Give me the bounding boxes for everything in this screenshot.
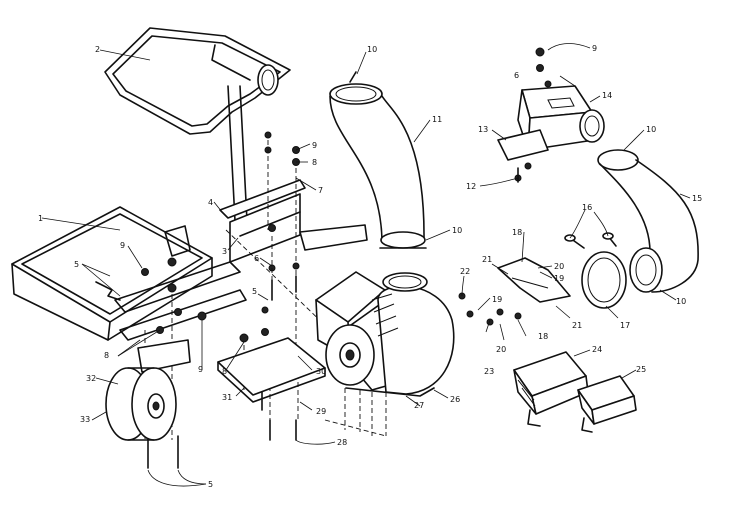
- handle-assembly: [104, 27, 291, 241]
- callout-10a: 10: [367, 45, 377, 54]
- callout-16: 16: [582, 203, 592, 212]
- callout-6a: 6: [514, 71, 519, 80]
- callout-10b: 10: [452, 226, 462, 235]
- callout-18b: 18: [538, 332, 548, 341]
- callout-25: 25: [636, 365, 646, 374]
- callout-10c: 10: [646, 125, 656, 134]
- callout-5a: 5: [74, 260, 79, 269]
- callout-14: 14: [602, 91, 612, 100]
- callout-13: 13: [478, 125, 488, 134]
- callout-31: 31: [222, 393, 232, 402]
- callout-32: 32: [86, 374, 96, 383]
- callout-9a: 9: [312, 141, 317, 150]
- base-plate: [217, 337, 326, 403]
- callout-15: 15: [692, 194, 702, 203]
- grass-bags: [513, 351, 637, 433]
- callout-23: 23: [484, 367, 494, 376]
- callout-4: 4: [208, 198, 213, 207]
- callout-11: 11: [432, 115, 442, 124]
- callout-17: 17: [620, 321, 630, 330]
- callout-7: 7: [318, 186, 323, 195]
- callout-27: 27: [414, 401, 424, 410]
- callout-12: 12: [466, 182, 476, 191]
- discharge-tube: [597, 149, 699, 293]
- callout-19a: 19: [554, 274, 564, 283]
- callout-labels: 1 2 3 4 5 5 5 6 6 7 8 8 8 9 9 9 9 10 10 …: [38, 44, 702, 489]
- callout-18a: 18: [512, 228, 522, 237]
- callout-22: 22: [460, 267, 470, 276]
- callout-33: 33: [80, 415, 90, 424]
- callout-21b: 21: [572, 321, 582, 330]
- callout-9b: 9: [592, 44, 597, 53]
- callout-3: 3: [222, 247, 227, 256]
- callout-2: 2: [95, 45, 100, 54]
- callout-1: 1: [38, 214, 43, 223]
- callout-5c: 5: [208, 480, 213, 489]
- callout-5b: 5: [252, 287, 257, 296]
- callout-29: 29: [316, 407, 326, 416]
- callout-30: 30: [316, 367, 326, 376]
- leader-lines: [41, 43, 691, 487]
- elbow-chute: [329, 71, 427, 249]
- wheel-assembly: [105, 339, 191, 441]
- callout-8a: 8: [312, 158, 317, 167]
- callout-10d: 10: [676, 297, 686, 306]
- callout-8c: 8: [222, 367, 227, 376]
- callout-20b: 20: [496, 345, 506, 354]
- callout-26: 26: [450, 395, 460, 404]
- callout-21a: 21: [482, 255, 492, 264]
- main-frame: [114, 179, 368, 341]
- outlet-housing: [497, 85, 605, 183]
- callout-9d: 9: [198, 365, 203, 374]
- callout-28: 28: [337, 438, 347, 447]
- clamp-ring: [564, 232, 627, 309]
- blower-engine: [315, 271, 455, 397]
- callout-24: 24: [592, 345, 602, 354]
- callout-6b: 6: [254, 254, 259, 263]
- hopper-tray: [11, 206, 213, 341]
- callout-20a: 20: [554, 262, 564, 271]
- callout-9c: 9: [120, 241, 125, 250]
- bracket-plate: [497, 257, 571, 303]
- callout-8b: 8: [104, 351, 109, 360]
- callout-19b: 19: [492, 295, 502, 304]
